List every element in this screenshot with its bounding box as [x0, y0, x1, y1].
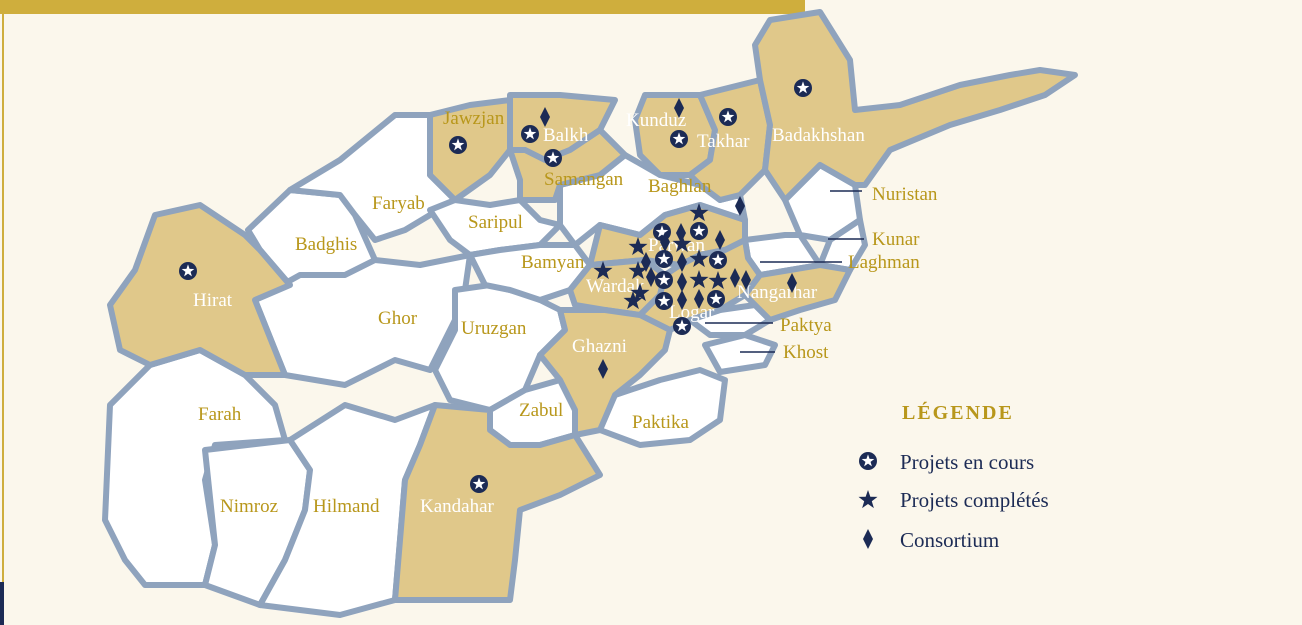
- province-label-paktika: Paktika: [632, 412, 690, 433]
- province-label-kunduz: Kunduz: [626, 110, 686, 131]
- province-label-badghis: Badghis: [295, 234, 357, 255]
- province-label-ghor: Ghor: [378, 308, 418, 329]
- province-label-saripul: Saripul: [468, 212, 523, 233]
- province-label-ghazni: Ghazni: [572, 336, 627, 357]
- marker-ongoing: [655, 292, 673, 310]
- province-label-khost: Khost: [783, 342, 829, 363]
- legend-label-consortium: Consortium: [900, 528, 999, 552]
- marker-ongoing: [794, 79, 812, 97]
- region-paktika: [572, 367, 728, 448]
- label-leaders: [705, 190, 864, 353]
- province-label-baghlan: Baghlan: [648, 176, 712, 197]
- province-label-faryab: Faryab: [372, 193, 425, 214]
- province-label-hilmand: Hilmand: [313, 496, 380, 517]
- region-nangarhar: [742, 262, 853, 323]
- left-edge-tick: [0, 582, 4, 625]
- marker-ongoing: [521, 125, 539, 143]
- province-label-jawzjan: Jawzjan: [443, 108, 505, 129]
- legend-label-ongoing: Projets en cours: [900, 450, 1034, 474]
- header-band: [0, 0, 805, 14]
- region-kunar: [817, 217, 868, 273]
- province-label-hirat: Hirat: [193, 290, 233, 311]
- marker-ongoing: [544, 149, 562, 167]
- region-badakhshan: [752, 9, 1078, 203]
- marker-ongoing: [470, 475, 488, 493]
- province-label-kunar: Kunar: [872, 229, 920, 250]
- diamond-icon: [863, 529, 873, 549]
- region-khost: [702, 332, 778, 375]
- marker-ongoing: [719, 108, 737, 126]
- marker-ongoing: [179, 262, 197, 280]
- province-label-samangan: Samangan: [544, 169, 624, 190]
- province-label-balkh: Balkh: [543, 125, 589, 146]
- region-kandahar: [392, 402, 603, 603]
- region-jawzjan: [427, 97, 513, 203]
- province-label-nimroz: Nimroz: [220, 496, 278, 517]
- legend-item-completed: Projets complétés: [858, 488, 1049, 512]
- province-label-laghman: Laghman: [848, 252, 920, 273]
- marker-ongoing: [655, 250, 673, 268]
- province-label-nangarhar: Nangarhar: [737, 282, 818, 303]
- province-label-badakhshan: Badakhshan: [772, 125, 865, 146]
- legend-item-consortium: Consortium: [863, 528, 999, 552]
- marker-ongoing: [707, 290, 725, 308]
- province-label-kandahar: Kandahar: [420, 496, 495, 517]
- province-label-takhar: Takhar: [697, 131, 750, 152]
- marker-ongoing: [673, 317, 691, 335]
- marker-ongoing: [449, 136, 467, 154]
- region-samangan: [507, 127, 628, 203]
- province-label-zabul: Zabul: [519, 400, 563, 421]
- province-label-nuristan: Nuristan: [872, 184, 938, 205]
- region-hirat: [107, 202, 293, 378]
- legend-item-ongoing: Projets en cours: [859, 450, 1034, 474]
- star-icon: [858, 490, 878, 509]
- left-edge-line: [2, 10, 4, 625]
- province-label-uruzgan: Uruzgan: [461, 318, 527, 339]
- marker-ongoing: [655, 271, 673, 289]
- legend: LÉGENDE Projets en cours Projets complét…: [858, 401, 1049, 552]
- province-label-bamyan: Bamyan: [521, 252, 585, 273]
- circled-star-icon: [859, 452, 877, 470]
- province-label-wardak: Wardak: [586, 276, 645, 297]
- legend-title: LÉGENDE: [902, 401, 1014, 424]
- legend-label-completed: Projets complétés: [900, 488, 1049, 512]
- marker-ongoing: [709, 251, 727, 269]
- marker-ongoing: [670, 130, 688, 148]
- province-label-farah: Farah: [198, 404, 242, 425]
- marker-ongoing: [690, 222, 708, 240]
- province-label-paktya: Paktya: [780, 315, 832, 336]
